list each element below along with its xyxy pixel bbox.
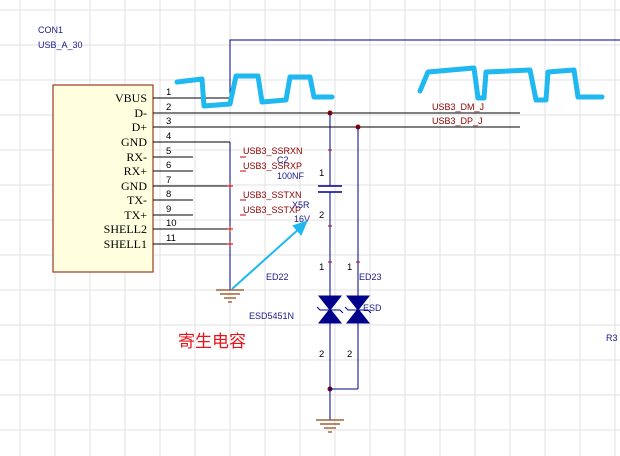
connector-body[interactable]	[52, 84, 154, 273]
pin-number-10: 10	[166, 218, 177, 229]
c2-designator: C2	[277, 155, 289, 165]
net-label-usb3-dp: USB3_DP_J	[432, 116, 483, 126]
connector-designator: CON1	[38, 25, 63, 35]
pin-number-8: 8	[166, 189, 171, 200]
pin-number-6: 6	[166, 160, 171, 171]
net-labels: USB3_SSRXN USB3_SSRXP USB3_SSTXN USB3_SS…	[243, 102, 484, 215]
annotation-arrow	[231, 220, 308, 290]
pin-name-3: D+	[132, 120, 148, 134]
pin-number-5: 5	[166, 146, 171, 157]
pin-number-4: 4	[166, 131, 171, 142]
pin-number-1: 1	[166, 87, 171, 98]
handdrawn-square-wave-left	[174, 73, 335, 109]
c2-note-16v: 16V	[294, 214, 310, 224]
pin-name-4: GND	[121, 135, 147, 149]
ground-wire-bottom[interactable]	[329, 388, 358, 420]
pin-name-7: GND	[121, 179, 147, 193]
connector-footprint: USB_A_30	[38, 40, 83, 50]
c2-note-x5r: X5R	[292, 200, 310, 210]
c2-pin-1: 1	[319, 168, 324, 179]
capacitor-c2[interactable]	[318, 113, 342, 227]
pin-number-11: 11	[166, 233, 176, 244]
net-label-sstxn: USB3_SSTXN	[243, 190, 302, 200]
connector-pins	[153, 97, 520, 245]
pin-name-2: D-	[134, 106, 147, 120]
pin-name-10: SHELL2	[104, 222, 147, 236]
junction-marks	[227, 156, 246, 247]
net-label-usb3-dm: USB3_DM_J	[432, 102, 484, 112]
pin-number-9: 9	[166, 204, 171, 215]
pin-number-3: 3	[166, 116, 171, 127]
pin-name-9: TX+	[124, 208, 147, 222]
parasitic-capacitance-annotation: 寄生电容	[178, 332, 246, 352]
pin-numbers: 1 2 3 4 5 6 7 8 9 10 11	[166, 87, 177, 244]
pin-name-11: SHELL1	[104, 237, 147, 251]
net-label-ssrxn: USB3_SSRXN	[243, 146, 303, 156]
handdrawn-square-wave-right	[417, 65, 605, 103]
ground-symbol-bottom	[316, 419, 344, 433]
ed23-designator: ED23	[359, 272, 382, 282]
ed22-part-number: ESD5451N	[249, 311, 294, 321]
esd-diode-ed23[interactable]	[344, 127, 372, 389]
pin-name-1: VBUS	[115, 91, 147, 105]
net-label-sstxp: USB3_SSTXP	[243, 205, 301, 215]
pin-name-8: TX-	[127, 193, 147, 207]
c2-value: 100NF	[277, 171, 305, 181]
pin-name-6: RX+	[124, 164, 148, 178]
ed22-designator: ED22	[266, 272, 289, 282]
pin-names: VBUS D- D+ GND RX- RX+ GND TX- TX+ SHELL…	[104, 91, 148, 251]
pin-name-5: RX-	[126, 150, 147, 164]
pin-number-2: 2	[166, 102, 171, 113]
ed22-pin-2: 2	[319, 349, 324, 360]
r3-designator: R3	[606, 333, 618, 343]
ed22-pin-1: 1	[319, 262, 324, 273]
ed23-part-label: ESD	[363, 303, 382, 313]
vbus-wire[interactable]	[229, 39, 620, 98]
ed23-pin-2: 2	[347, 349, 352, 360]
net-label-ssrxp: USB3_SSRXP	[243, 161, 302, 171]
ed23-pin-1: 1	[347, 262, 352, 273]
esd-diode-ed22[interactable]	[316, 226, 344, 389]
ground-symbol-left	[216, 289, 244, 303]
pin-number-7: 7	[166, 175, 171, 186]
c2-pin-2: 2	[319, 210, 324, 221]
